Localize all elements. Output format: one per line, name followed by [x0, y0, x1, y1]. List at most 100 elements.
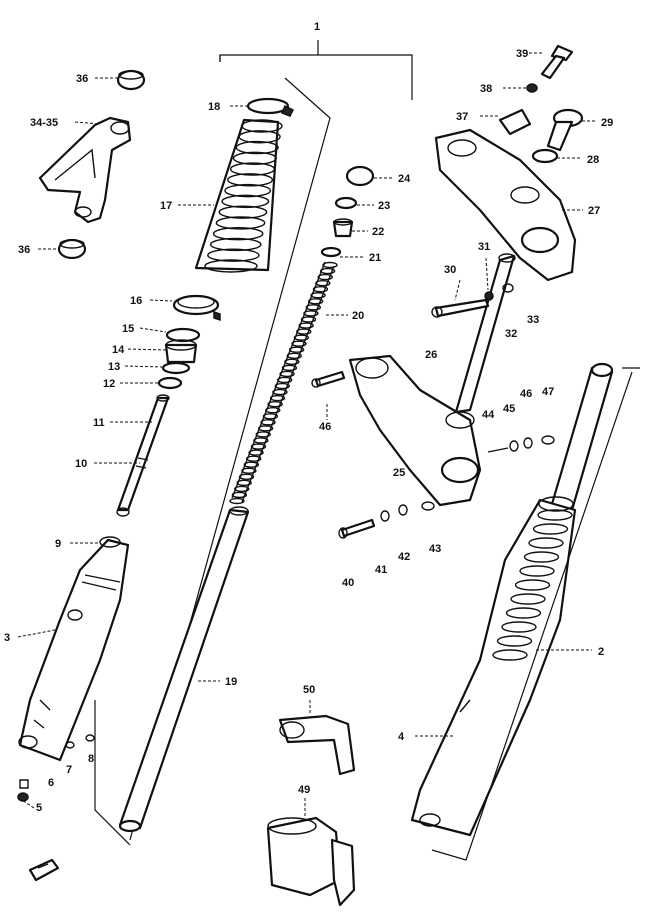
spring-coil — [303, 310, 319, 317]
spring-coil — [229, 497, 245, 505]
spring-coil — [245, 455, 262, 462]
boot-rib — [207, 248, 260, 262]
right-boot-rib — [501, 621, 537, 633]
boot-rib — [221, 194, 270, 209]
pinch-bolt-set — [338, 501, 435, 539]
boot-rib — [227, 173, 274, 187]
label-37: 37 — [456, 111, 468, 123]
spring-coil — [307, 298, 324, 305]
label-15: 15 — [122, 323, 134, 335]
label-32: 32 — [505, 328, 517, 340]
spring-coil — [262, 413, 279, 420]
label-1: 1 — [314, 21, 320, 33]
label-27: 27 — [588, 205, 600, 217]
right-boot-rib — [514, 579, 551, 591]
label-33: 33 — [527, 314, 539, 326]
label-49: 49 — [298, 784, 310, 796]
label-13: 13 — [108, 361, 120, 373]
leader-lines — [17, 52, 597, 818]
assembly-bracket — [219, 40, 413, 100]
spring-coil — [319, 267, 336, 275]
spring-coil — [317, 273, 333, 281]
spring-coil — [272, 388, 288, 396]
spring-coil — [250, 443, 267, 450]
spring-coil — [231, 491, 248, 499]
spring-coil — [291, 340, 307, 347]
label-31: 31 — [478, 241, 490, 253]
spring-coil — [257, 425, 274, 432]
label-12: 12 — [103, 378, 115, 390]
boot-rib — [241, 119, 283, 133]
front-arrow-icon — [28, 858, 60, 882]
right-boot-rib — [496, 635, 533, 647]
inner-tube-left — [118, 506, 250, 833]
label-24: 24 — [398, 173, 411, 185]
right-boot-rib — [523, 551, 560, 563]
label-4: 4 — [398, 731, 405, 743]
label-40: 40 — [342, 577, 354, 589]
part-labels: 1 2 3 4 5 6 7 8 9 10 11 12 13 14 15 16 1… — [4, 21, 613, 814]
spring-coil — [269, 394, 286, 402]
dust-boot — [194, 97, 295, 273]
right-boot-rib — [528, 537, 564, 549]
label-42: 42 — [398, 551, 410, 563]
label-5: 5 — [36, 802, 42, 814]
rubber-cap-bottom — [57, 238, 87, 260]
spring-coil — [298, 322, 314, 329]
label-11: 11 — [93, 417, 105, 429]
label-39: 39 — [516, 48, 528, 60]
label-18: 18 — [208, 101, 220, 113]
boot-rib — [209, 237, 262, 252]
spring-coil — [265, 407, 281, 414]
boot-rib — [238, 130, 281, 144]
label-45: 45 — [503, 403, 515, 415]
right-boot-rib — [519, 565, 555, 577]
spring-coil — [234, 485, 250, 493]
label-43: 43 — [429, 543, 441, 555]
damper-rod — [116, 394, 170, 517]
right-boot-rib — [532, 523, 569, 535]
right-boot-rib — [537, 509, 573, 521]
spring-coil — [260, 419, 276, 426]
spring-coil — [255, 431, 271, 438]
rubber-cap-top — [116, 69, 146, 91]
left-outer-tube — [18, 536, 130, 762]
label-3: 3 — [4, 632, 10, 644]
spring-coil — [236, 479, 252, 487]
spring-coil — [238, 473, 255, 480]
label-41: 41 — [375, 564, 387, 576]
spring-coil — [305, 304, 322, 311]
stem-bolt — [526, 44, 574, 93]
spring-coil — [300, 316, 317, 323]
lower-bracket — [311, 354, 482, 507]
label-30: 30 — [444, 264, 456, 276]
label-9: 9 — [55, 538, 61, 550]
label-21: 21 — [369, 252, 381, 264]
label-10: 10 — [75, 458, 87, 470]
spring-coil — [274, 382, 291, 390]
spring-coil — [322, 261, 338, 269]
boot-rib — [204, 259, 258, 273]
reflector-housing — [266, 816, 356, 907]
boot-rib — [232, 151, 277, 166]
right-boot-rib — [492, 649, 528, 661]
boot-rib — [229, 162, 276, 176]
reflector-bracket — [278, 714, 356, 776]
right-boot-rib — [505, 607, 542, 619]
label-47: 47 — [542, 386, 554, 398]
boot-rib — [224, 183, 272, 198]
fork-spring — [229, 261, 338, 505]
label-22: 22 — [372, 226, 384, 238]
label-8: 8 — [88, 753, 94, 765]
spring-coil — [310, 292, 326, 299]
right-fork-outline — [431, 367, 640, 861]
spring-coil — [276, 376, 293, 384]
label-16: 16 — [130, 295, 142, 307]
boot-rib — [215, 216, 266, 230]
boot-rib — [212, 226, 264, 241]
cap-parts — [320, 165, 375, 258]
label-19: 19 — [225, 676, 237, 688]
spring-coil — [293, 334, 310, 341]
label-20: 20 — [352, 310, 364, 322]
spring-coil — [279, 370, 295, 378]
